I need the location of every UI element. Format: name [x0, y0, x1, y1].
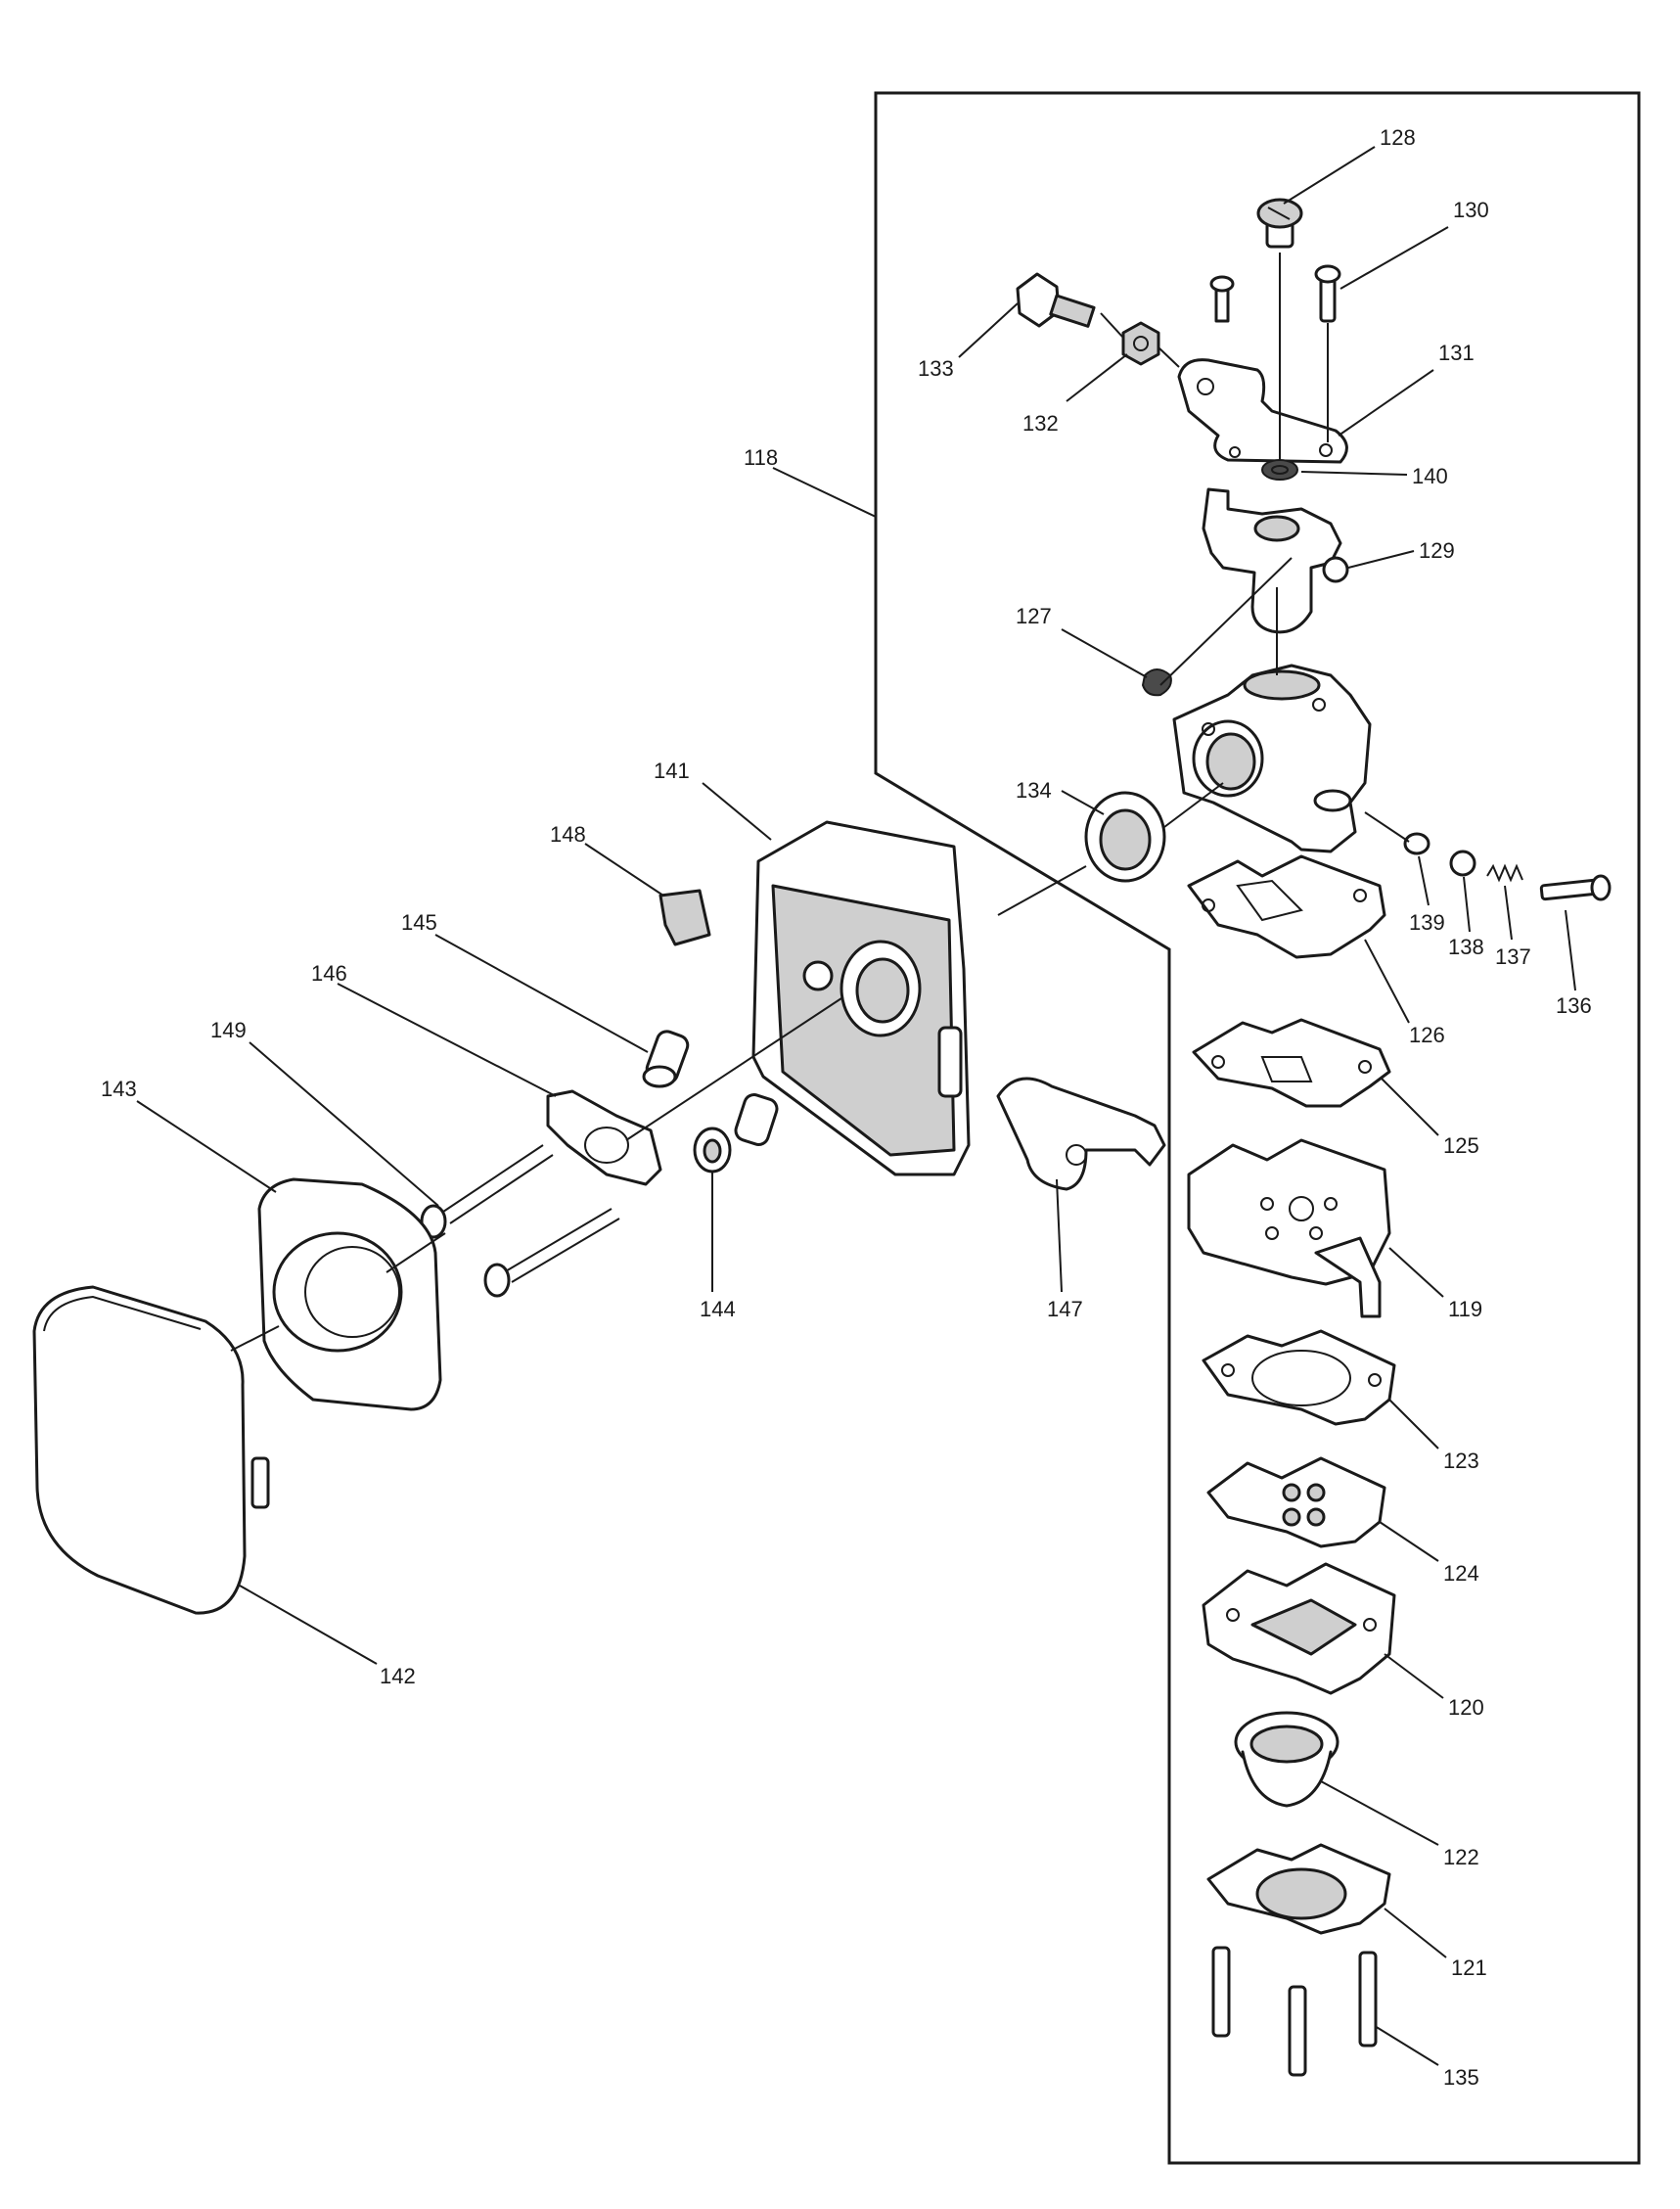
part-147-lever [996, 1077, 1166, 1191]
part-146-plate [546, 1089, 662, 1186]
carburetor-assembly-frame [874, 91, 1641, 2165]
label-142: 142 [380, 1664, 416, 1688]
label-129: 129 [1419, 538, 1455, 563]
part-148-clip [658, 889, 711, 946]
part-133-adjuster [1016, 272, 1096, 328]
part-144-washer [693, 1093, 779, 1174]
label-148: 148 [550, 822, 586, 847]
part-134-gasket [1084, 791, 1166, 883]
part-132-nut [1121, 321, 1160, 366]
label-143: 143 [101, 1077, 137, 1101]
part-135-screws [1211, 1946, 1378, 2077]
part-123-gasket [1202, 1329, 1396, 1426]
part-141-filter-base [751, 820, 971, 1176]
label-137: 137 [1495, 944, 1531, 969]
part-143-filter-ring [257, 1177, 442, 1411]
small-screw [1209, 275, 1235, 323]
part-130-screw [1314, 264, 1341, 323]
label-132: 132 [1022, 411, 1059, 436]
part-142-filter-cover [32, 1285, 270, 1615]
part-140-washer [1261, 459, 1298, 481]
label-141: 141 [654, 759, 690, 783]
label-126: 126 [1409, 1023, 1445, 1047]
part-136-screw [1539, 874, 1612, 901]
part-124-diaphragm [1206, 1456, 1386, 1548]
label-124: 124 [1443, 1561, 1479, 1586]
part-138-ring [1449, 850, 1476, 877]
label-123: 123 [1443, 1449, 1479, 1473]
label-133: 133 [918, 356, 954, 381]
part-139-washer [1403, 832, 1430, 855]
label-122: 122 [1443, 1845, 1479, 1869]
label-131: 131 [1438, 341, 1475, 365]
part-127-clip [1141, 668, 1172, 697]
label-130: 130 [1453, 198, 1489, 222]
part-125-diaphragm [1192, 1018, 1391, 1108]
label-128: 128 [1380, 125, 1416, 150]
carburetor-body [1172, 664, 1372, 853]
part-126-gasket [1187, 854, 1386, 959]
label-134: 134 [1016, 778, 1052, 803]
part-137-spring [1486, 863, 1523, 883]
part-145-sleeve [642, 1030, 690, 1088]
assembly-axis-lines [230, 253, 1410, 1352]
label-149: 149 [210, 1018, 247, 1042]
label-146: 146 [311, 961, 347, 986]
label-120: 120 [1448, 1695, 1484, 1720]
label-139: 139 [1409, 910, 1445, 935]
label-118: 118 [744, 445, 778, 470]
part-121-holder [1206, 1843, 1391, 1935]
label-144: 144 [700, 1297, 736, 1321]
label-127: 127 [1016, 604, 1052, 628]
part-149-bolts [420, 1144, 620, 1298]
label-147: 147 [1047, 1297, 1083, 1321]
label-119: 119 [1448, 1297, 1482, 1321]
part-131-bracket [1177, 358, 1348, 464]
leader-lines [136, 146, 1576, 2066]
label-121: 121 [1451, 1956, 1487, 1980]
label-135: 135 [1443, 2065, 1479, 2090]
label-136: 136 [1556, 993, 1592, 1018]
label-138: 138 [1448, 935, 1484, 959]
part-129-throttle-body [1202, 487, 1349, 634]
part-119-pump-body [1187, 1138, 1391, 1318]
label-125: 125 [1443, 1133, 1479, 1158]
part-122-primer-bulb [1234, 1711, 1339, 1808]
label-140: 140 [1412, 464, 1448, 488]
part-labels: 128 130 131 140 129 127 133 132 118 134 … [101, 125, 1592, 2090]
part-128-screw [1256, 198, 1303, 249]
part-120-cover [1202, 1562, 1396, 1695]
label-145: 145 [401, 910, 437, 935]
